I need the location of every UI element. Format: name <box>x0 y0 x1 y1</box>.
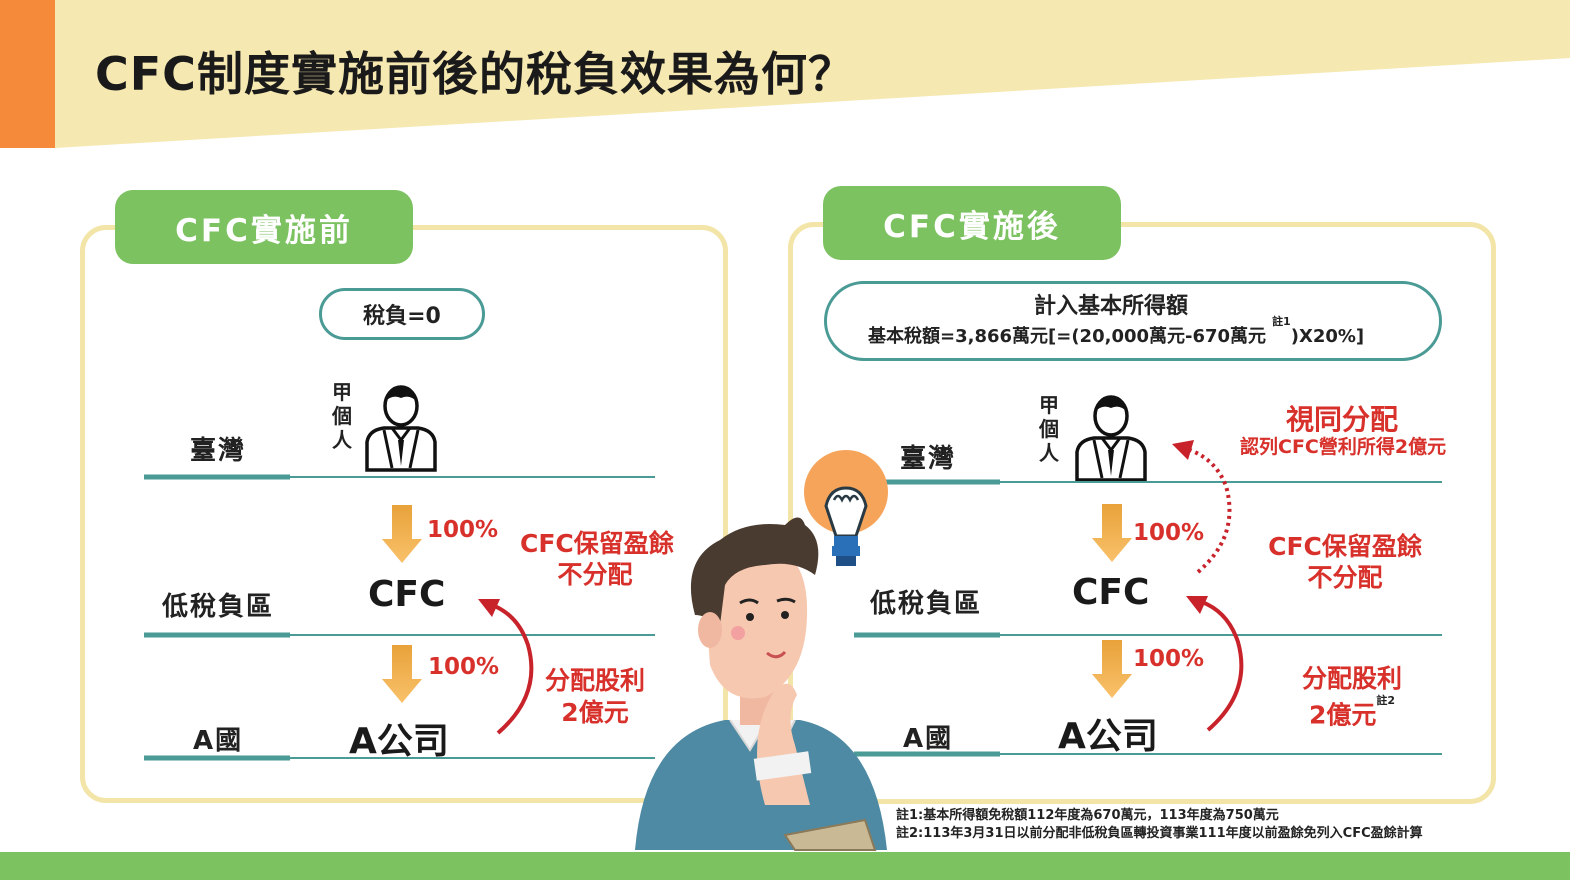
thinking-man-illustration <box>635 517 887 851</box>
entity-company-a: A公司 <box>1058 716 1158 757</box>
dotted-curved-arrow-icon <box>1172 440 1232 574</box>
row-label-low-tax: 低稅負區 <box>870 589 983 619</box>
row-label-taiwan: 臺灣 <box>900 444 957 474</box>
curved-arrow-icon <box>478 599 534 735</box>
dividend-note: 分配股利 2億元 <box>544 666 645 727</box>
entity-cfc: CFC <box>1072 572 1150 613</box>
row-label-taiwan: 臺灣 <box>190 436 247 466</box>
ownership-pct-bottom: 100% <box>428 654 500 680</box>
entity-cfc: CFC <box>368 574 446 615</box>
dividend-note: 分配股利 2億元註2 <box>1301 664 1402 730</box>
footnote-2: 註2:113年3月31日以前分配非低稅負區轉投資事業111年度以前盈餘免列入CF… <box>896 826 1423 841</box>
before-tab[interactable]: CFC實施前 <box>115 190 413 264</box>
basic-income-box <box>824 281 1442 361</box>
ownership-pct-bottom: 100% <box>1133 646 1205 672</box>
ownership-pct-top: 100% <box>427 517 499 543</box>
tax-zero-badge: 稅負=0 <box>319 288 485 340</box>
footnote-1: 註1:基本所得額免稅額112年度為670萬元，113年度為750萬元 <box>896 808 1279 823</box>
before-divider-lines <box>144 474 655 761</box>
deemed-distribution-sub: 認列CFC營利所得2億元 <box>1240 436 1447 458</box>
row-label-low-tax: 低稅負區 <box>162 592 275 622</box>
curved-arrow-icon <box>1186 596 1244 732</box>
row-label-country-a: A國 <box>903 724 954 754</box>
down-arrow-icon <box>382 505 422 563</box>
basic-income-title: 計入基本所得額 <box>1034 294 1189 319</box>
person-icon <box>1075 395 1147 482</box>
row-label-country-a: A國 <box>193 726 244 756</box>
basic-tax-formula: 基本稅額=3,866萬元[=(20,000萬元-670萬元註1)X20%] <box>868 315 1365 347</box>
tax-zero-label: 稅負=0 <box>363 304 441 329</box>
person-label: 甲個人 <box>1039 393 1059 465</box>
entity-company-a: A公司 <box>349 721 449 762</box>
header-band <box>0 0 1570 148</box>
down-arrow-icon <box>382 645 422 703</box>
down-arrow-icon <box>1092 640 1132 698</box>
ownership-pct-top: 100% <box>1133 520 1205 546</box>
page-title: CFC制度實施前後的稅負效果為何？ <box>95 47 855 101</box>
after-tab[interactable]: CFC實施後 <box>823 186 1121 260</box>
person-label: 甲個人 <box>332 380 352 452</box>
deemed-distribution-title: 視同分配 <box>1286 403 1399 436</box>
retained-earnings-note: CFC保留盈餘 不分配 <box>1268 532 1422 592</box>
person-icon <box>365 385 437 472</box>
retained-earnings-note: CFC保留盈餘 不分配 <box>520 529 674 589</box>
header-accent <box>0 0 55 148</box>
down-arrow-icon <box>1092 504 1132 562</box>
lightbulb-icon <box>804 450 888 566</box>
footer-bar <box>0 852 1570 880</box>
after-divider-lines <box>854 479 1442 757</box>
